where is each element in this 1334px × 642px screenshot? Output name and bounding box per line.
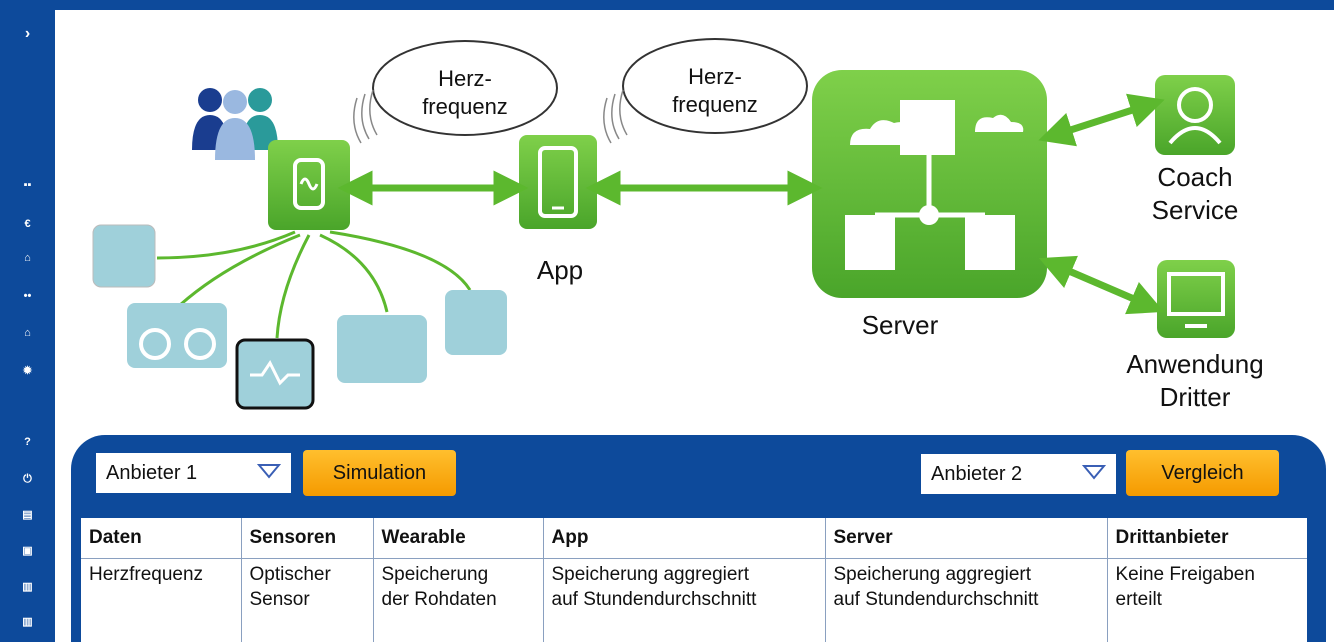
chevron-down-icon [1082,465,1106,480]
data-table: Daten Sensoren Wearable App Server Dritt… [81,518,1307,642]
chevron-down-icon [257,464,281,479]
watch-icon [268,140,350,230]
compare-button[interactable]: Vergleich [1126,450,1279,496]
users-icon [192,88,278,160]
server-label: Server [861,310,939,340]
data-flow-diagram: Herz- frequenz Herz- frequenz App Server… [55,10,1334,430]
coach-icon [1155,75,1235,155]
bubble-label-2: Herz- frequenz [672,64,758,117]
monitor-icon [1157,260,1235,338]
phone-icon [519,135,597,229]
bed-icon [337,315,427,383]
basketball-icon [92,224,156,288]
bank-icon[interactable]: ⌂ [24,252,31,264]
chart2-icon[interactable]: ▥ [22,615,33,628]
scale-icon [445,290,507,355]
speech-bubble-1 [372,40,558,136]
users-icon[interactable]: •• [23,290,32,302]
institution-icon[interactable]: ⌂ [24,327,31,339]
chevron-right-icon[interactable]: › [24,25,31,42]
sidebar: › ▪▪ € ⌂ •• ⌂ ✹ ? ⏻ ▤ ▣ ▥ ▥ [0,0,55,642]
euro-icon[interactable]: € [24,218,31,230]
gear-icon[interactable]: ✹ [22,364,33,377]
header-daten: Daten [81,518,242,559]
main-content: Herz- frequenz Herz- frequenz App Server… [55,10,1334,642]
header-drittanbieter: Drittanbieter [1107,518,1307,559]
bubble-label-1: Herz- frequenz [422,66,508,119]
cell-sensoren: Optischer Sensor [241,558,374,642]
provider-1-value: Anbieter 1 [106,461,198,484]
cell-app: Speicherung aggregiert auf Stundendurchs… [543,558,826,642]
header-wearable: Wearable [373,518,544,559]
print-icon[interactable]: ▤ [22,508,33,521]
comparison-panel: Anbieter 1 Simulation Anbieter 2 Verglei… [71,435,1326,642]
delete-icon[interactable]: ▣ [22,544,33,557]
chart-icon[interactable]: ▥ [22,580,33,593]
header-app: App [543,518,826,559]
provider-2-select[interactable]: Anbieter 2 [921,454,1116,494]
provider-2-value: Anbieter 2 [931,462,1023,485]
speech-bubble-2 [622,38,808,134]
provider-1-select[interactable]: Anbieter 1 [96,453,291,493]
cell-wearable: Speicherung der Rohdaten [373,558,544,642]
app-label: App [536,255,584,285]
cell-drittanbieter: Keine Freigaben erteilt [1115,564,1255,610]
simulation-button[interactable]: Simulation [303,450,456,496]
help-icon[interactable]: ? [24,436,31,448]
header-sensoren: Sensoren [241,518,374,559]
server-icon [812,70,1047,298]
coach-label: Coach Service [1151,162,1239,225]
cell-daten: Herzfrequenz [81,558,242,642]
bike-icon [127,303,227,368]
power-icon[interactable]: ⏻ [23,472,32,485]
dashboard-icon[interactable]: ▪▪ [23,179,32,191]
cell-server: Speicherung aggregiert auf Stundendurchs… [825,558,1108,642]
third-party-label: Anwendung Dritter [1126,349,1264,412]
header-server: Server [825,518,1108,559]
